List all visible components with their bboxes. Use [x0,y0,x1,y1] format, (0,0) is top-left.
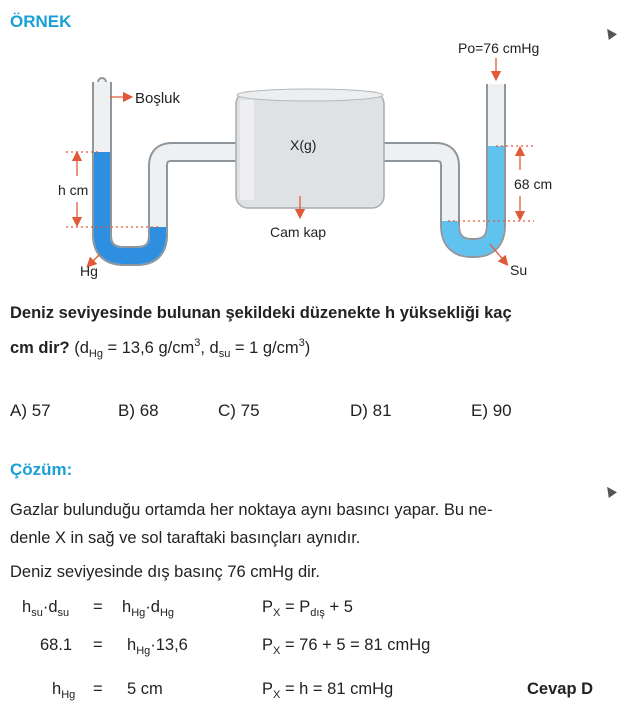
glass-container-label: Cam kap [270,224,327,240]
solution-heading: Çözüm: [10,460,73,479]
gas-label: X(g) [290,137,317,153]
water-label: Su [510,262,528,278]
pencil-icon-2 [603,484,617,498]
question-line-1: Deniz seviyesinde bulunan şekildeki düze… [10,304,512,322]
option-e[interactable]: E) 90 [471,401,512,420]
question-text: Deniz seviyesinde bulunan şekildeki düze… [10,298,615,369]
solution-line-1: Gazlar bulunduğu ortamda her noktaya ayn… [10,501,493,519]
option-c[interactable]: C) 75 [218,401,260,420]
eq-row1-left: hsu·dsu [22,598,70,619]
mercury-label: Hg [80,263,98,279]
px-row1: PX = Pdış + 5 [262,598,353,619]
eq-row3-right: 5 cm [127,680,163,698]
h-height-label: h cm [58,182,89,198]
eq-row2-right: hHg·13,6 [127,636,188,657]
left-u-tube [92,77,236,266]
densities: (dHg = 13,6 g/cm3, dsu = 1 g/cm3) [74,337,311,360]
example-heading: ÖRNEK [10,12,72,31]
glass-container [235,88,385,209]
eq-row3-left: hHg [52,680,76,701]
water-height-label: 68 cm [514,176,553,192]
water-fill [442,146,504,256]
atmospheric-pressure-label: Po=76 cmHg [458,40,540,56]
px-row3: PX = h = 81 cmHg [262,680,394,701]
diagram [66,58,534,268]
vacuum-label: Boşluk [135,90,181,107]
eq-row1-sign: = [93,598,103,616]
px-row2: PX = 76 + 5 = 81 cmHg [262,636,431,657]
question-line-2: cm dir? (dHg = 13,6 g/cm3, dsu = 1 g/cm3… [10,337,311,360]
eq-row2-sign: = [93,636,103,654]
eq-row2-left: 68.1 [40,636,73,654]
option-d[interactable]: D) 81 [350,401,392,420]
answer-label: Cevap D [527,680,594,698]
option-a[interactable]: A) 57 [10,401,51,420]
right-u-tube [384,84,506,258]
eq-row1-right: hHg·dHg [122,598,174,619]
mercury-fill [94,152,166,264]
solution-line-2: denle X in sağ ve sol taraftaki basınçla… [10,529,361,547]
solution-line-3: Deniz seviyesinde dış basınç 76 cmHg dir… [10,563,320,581]
option-b[interactable]: B) 68 [118,401,159,420]
eq-row3-sign: = [93,680,103,698]
